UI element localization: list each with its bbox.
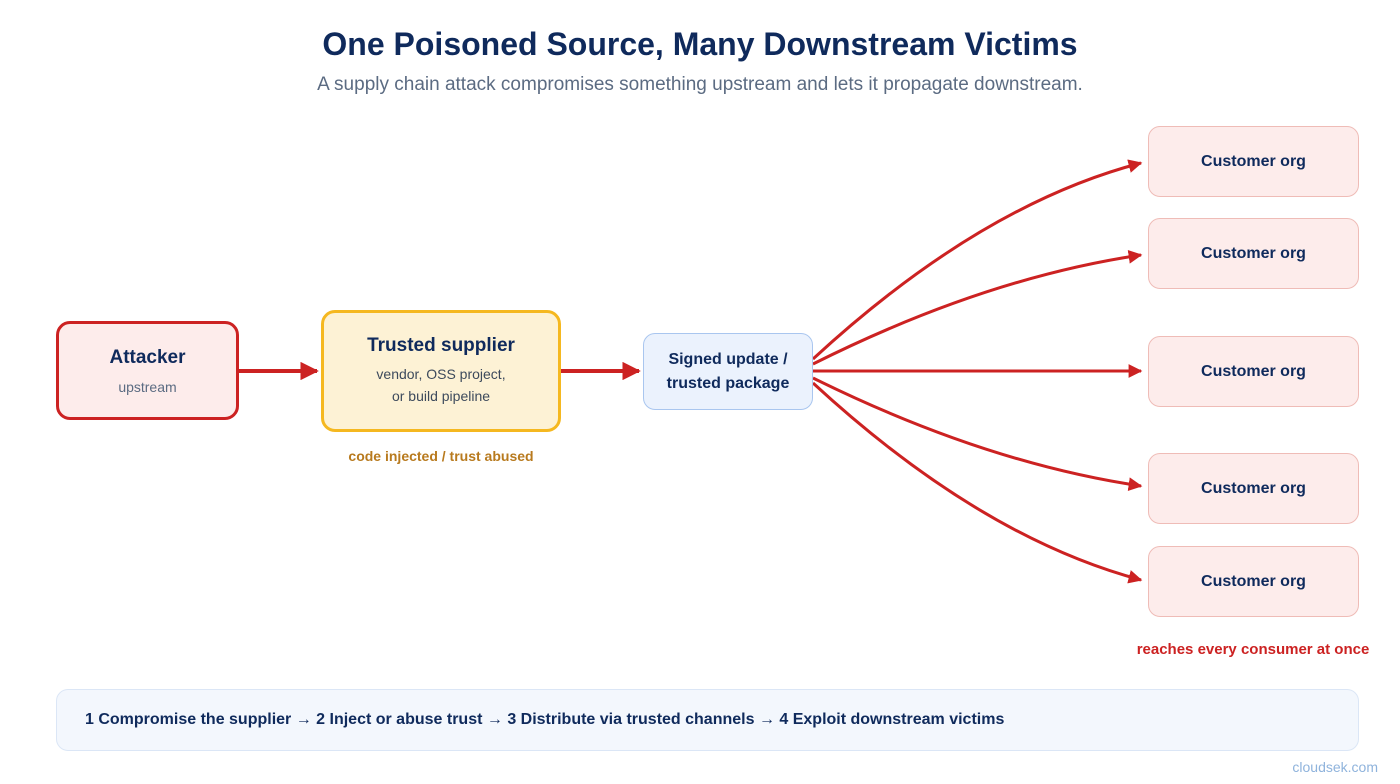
customer-org-label: Customer org <box>1201 572 1306 590</box>
watermark: cloudsek.com <box>1292 759 1378 775</box>
customer-org-label: Customer org <box>1201 479 1306 497</box>
attack-steps-bar: 1 Compromise the supplier → 2 Inject or … <box>56 689 1359 751</box>
customer-org-node: Customer org <box>1148 546 1359 617</box>
arrow-package-to-customer-2 <box>812 249 1143 366</box>
arrow-package-to-customer-1 <box>811 159 1143 361</box>
supplier-desc-line1: vendor, OSS project, <box>376 366 506 382</box>
customer-org-node: Customer org <box>1148 218 1359 289</box>
signed-package-node: Signed update / trusted package <box>643 333 813 410</box>
attacker-title: Attacker <box>109 346 186 368</box>
arrow-package-to-customer-5 <box>811 381 1143 584</box>
supplier-title: Trusted supplier <box>367 335 515 356</box>
diagram-title: One Poisoned Source, Many Downstream Vic… <box>322 26 1078 62</box>
reach-note: reaches every consumer at once <box>1136 641 1370 658</box>
diagram-subtitle: A supply chain attack compromises someth… <box>317 74 1083 95</box>
package-line1: Signed update / <box>668 350 788 368</box>
attacker-subtitle: upstream <box>118 378 177 395</box>
supplier-note: code injected / trust abused <box>348 448 534 464</box>
attack-steps-text: 1 Compromise the supplier → 2 Inject or … <box>85 711 1005 728</box>
package-line2: trusted package <box>666 374 790 392</box>
supplier-desc-line2: or build pipeline <box>391 388 491 404</box>
attacker-node: Attacker upstream <box>56 321 239 420</box>
customer-org-label: Customer org <box>1201 152 1306 170</box>
arrow-package-to-customer-4 <box>812 376 1143 492</box>
customer-org-node: Customer org <box>1148 453 1359 524</box>
trusted-supplier-node: Trusted supplier vendor, OSS project, or… <box>321 310 561 432</box>
customer-org-label: Customer org <box>1201 244 1306 262</box>
customer-org-node: Customer org <box>1148 126 1359 197</box>
customer-org-label: Customer org <box>1201 362 1306 380</box>
customer-org-node: Customer org <box>1148 336 1359 407</box>
